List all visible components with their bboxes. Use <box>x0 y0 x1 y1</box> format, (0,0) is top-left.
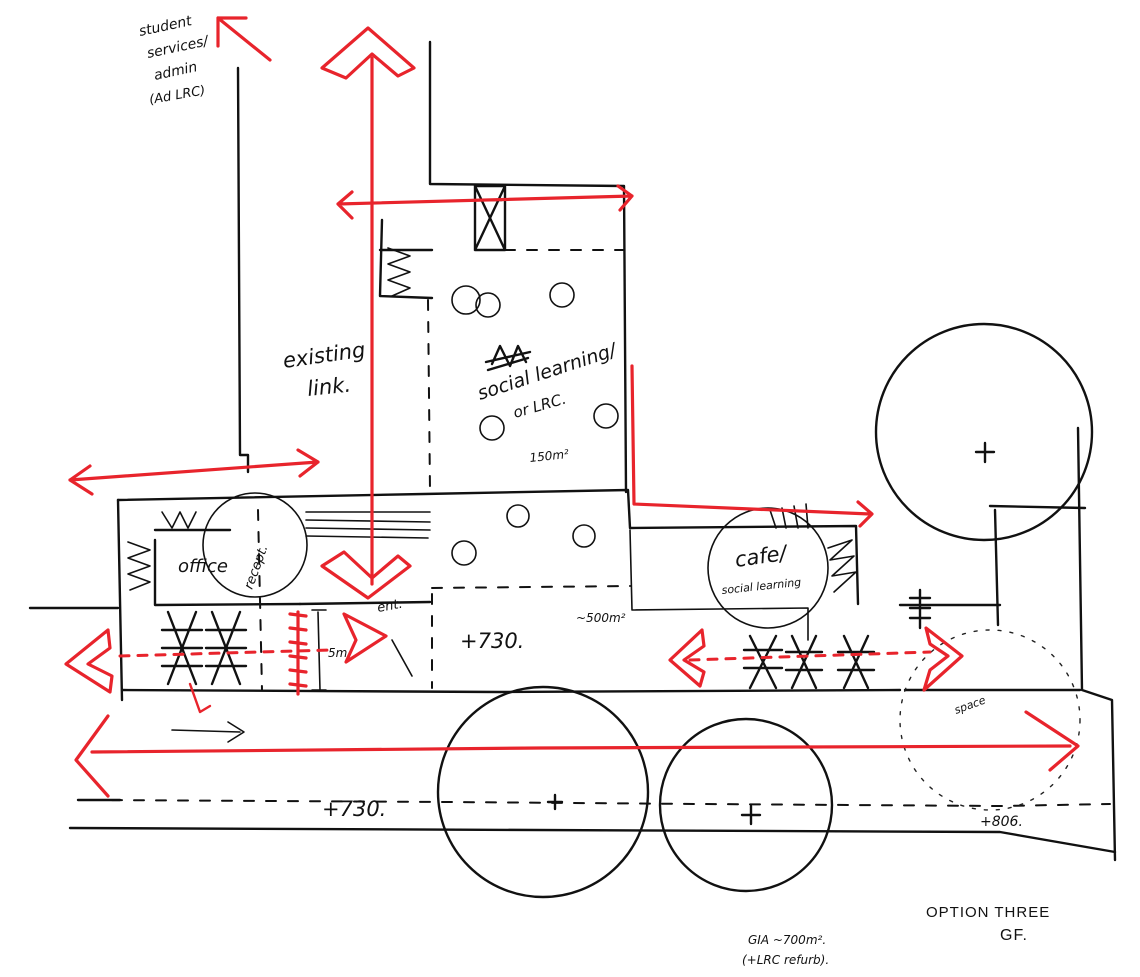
right-entry-arrow-right <box>922 626 964 692</box>
arrow-student-services <box>216 16 272 62</box>
right-route <box>630 364 874 528</box>
table-4 <box>479 415 505 441</box>
scribble <box>484 344 532 372</box>
main-block-facade <box>120 688 902 694</box>
label-student-line3: admin <box>153 59 199 84</box>
recept-dashed-line <box>257 509 263 691</box>
tree-recept <box>202 492 308 598</box>
circulation-arrows <box>64 16 1080 798</box>
street-curb-lower <box>68 826 1117 854</box>
tree-top-right <box>874 322 1094 542</box>
label-cafe-social: social learning <box>721 576 802 597</box>
table-8 <box>451 540 477 566</box>
red-tick <box>188 682 212 714</box>
stair-cafe <box>769 503 809 529</box>
tall-block-dashed-edge <box>427 299 431 491</box>
cafe-circle <box>707 507 829 629</box>
label-student-line4: (Ad LRC) <box>148 83 207 108</box>
label-ent: ent. <box>376 597 404 616</box>
existing-building-wall <box>236 66 250 474</box>
tall-block-outline <box>428 40 628 494</box>
option-title-gf: GF. <box>1000 927 1028 944</box>
stair-zigzag-left <box>387 247 411 297</box>
label-level-806: +806. <box>980 814 1023 830</box>
trees <box>202 322 1094 899</box>
table-1 <box>451 285 481 315</box>
main-block-left-wall <box>116 498 124 702</box>
right-entry-arrow-left <box>668 628 706 688</box>
lift-core <box>473 184 507 252</box>
horizontal-existing-link <box>68 448 320 496</box>
left-entry-arrow <box>64 628 114 694</box>
label-area-150: 150m² <box>529 447 570 465</box>
tree-street-left-cross <box>546 793 564 811</box>
street-centre-dashed <box>89 799 1111 808</box>
table-3 <box>549 282 575 308</box>
label-office: office <box>178 556 228 577</box>
tree-top-right-cross <box>974 441 996 464</box>
arrow-street <box>171 721 245 743</box>
table-7 <box>572 524 596 548</box>
label-level-730-street: +730. <box>322 797 386 821</box>
label-space: space <box>953 693 988 716</box>
label-area-500: ~500m² <box>576 611 626 625</box>
table-2 <box>475 292 501 318</box>
bike-rack-left <box>160 610 248 686</box>
label-level-730-centre: +730. <box>460 629 524 653</box>
label-student-line2: services/ <box>146 33 211 62</box>
ent-tick <box>391 639 413 677</box>
tree-street-right <box>658 717 834 893</box>
label-gia: GIA ~700m². <box>748 933 826 947</box>
label-student-line1: student <box>138 13 194 40</box>
tall-block-left-wall <box>378 218 434 300</box>
ground-line-top <box>28 600 1002 610</box>
label-existing: existing <box>281 338 366 373</box>
stair-red-marks <box>288 610 308 696</box>
table-6 <box>506 504 530 528</box>
label-or-lrc: or LRC. <box>511 390 568 422</box>
stair-zigzag-top <box>161 511 197 529</box>
space-dotted-circle <box>899 629 1081 811</box>
building-outlines <box>116 40 902 702</box>
stair-cafe-side <box>827 539 857 593</box>
stair-ramp <box>305 511 431 539</box>
right-dashed-route <box>688 650 932 662</box>
option-title: OPTION THREE <box>926 904 1050 921</box>
left-dashed-route <box>118 648 332 658</box>
right-building <box>988 504 1087 627</box>
small-tree-right <box>908 588 932 630</box>
label-recept: recept. <box>242 543 272 591</box>
street <box>28 426 1117 862</box>
table-5 <box>593 403 619 429</box>
centre-dashed-frame <box>431 585 631 689</box>
right-boundary <box>1076 426 1117 862</box>
street-route <box>74 710 1080 798</box>
horizontal-top <box>336 184 634 220</box>
label-dim-5m: 5m <box>328 646 347 660</box>
spine-arrowhead-bottom <box>320 550 412 600</box>
stair-zigzag-office <box>127 541 151 591</box>
tree-street-left <box>436 685 650 899</box>
spine-arrowhead-top <box>320 26 416 80</box>
furniture <box>160 282 932 743</box>
label-cafe: cafe/ <box>733 541 790 572</box>
office-room <box>153 538 302 607</box>
tree-street-right-cross <box>740 804 762 826</box>
label-lrc-refurb: (+LRC refurb). <box>742 953 829 967</box>
bike-rack-right <box>742 634 876 690</box>
cafe-room <box>629 529 809 641</box>
label-link: link. <box>306 373 352 401</box>
entry-arrow-middle <box>342 612 388 664</box>
